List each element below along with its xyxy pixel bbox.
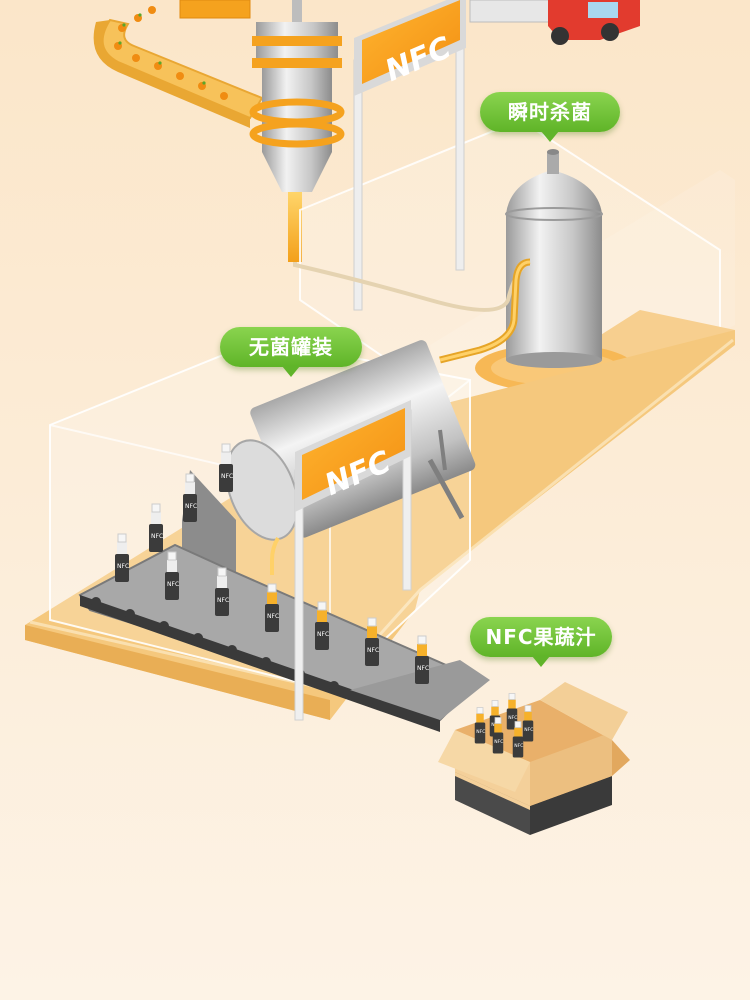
bottle-label: NFC (508, 715, 517, 721)
bottle-label: NFC (117, 563, 129, 570)
bottle-label: NFC (185, 503, 197, 510)
bottle-label: NFC (476, 729, 485, 735)
bottle-label: NFC (151, 533, 163, 540)
bottle-label: NFC (267, 613, 279, 620)
bottle-label: NFC (167, 581, 179, 588)
bottle-label: NFC (494, 739, 503, 745)
bottle-label: NFC (217, 597, 229, 604)
bottle-label: NFC (317, 631, 329, 638)
bottle-label: NFC (417, 665, 429, 672)
label-sterilize: 瞬时杀菌 (480, 92, 620, 132)
label-aseptic-filling: 无菌罐装 (220, 327, 362, 367)
bottle-label: NFC (367, 647, 379, 654)
bottle-label: NFC (524, 727, 533, 733)
bottle-label: NFC (514, 743, 523, 749)
bottle-label: NFC (221, 473, 233, 480)
label-product: NFC果蔬汁 (470, 617, 612, 657)
